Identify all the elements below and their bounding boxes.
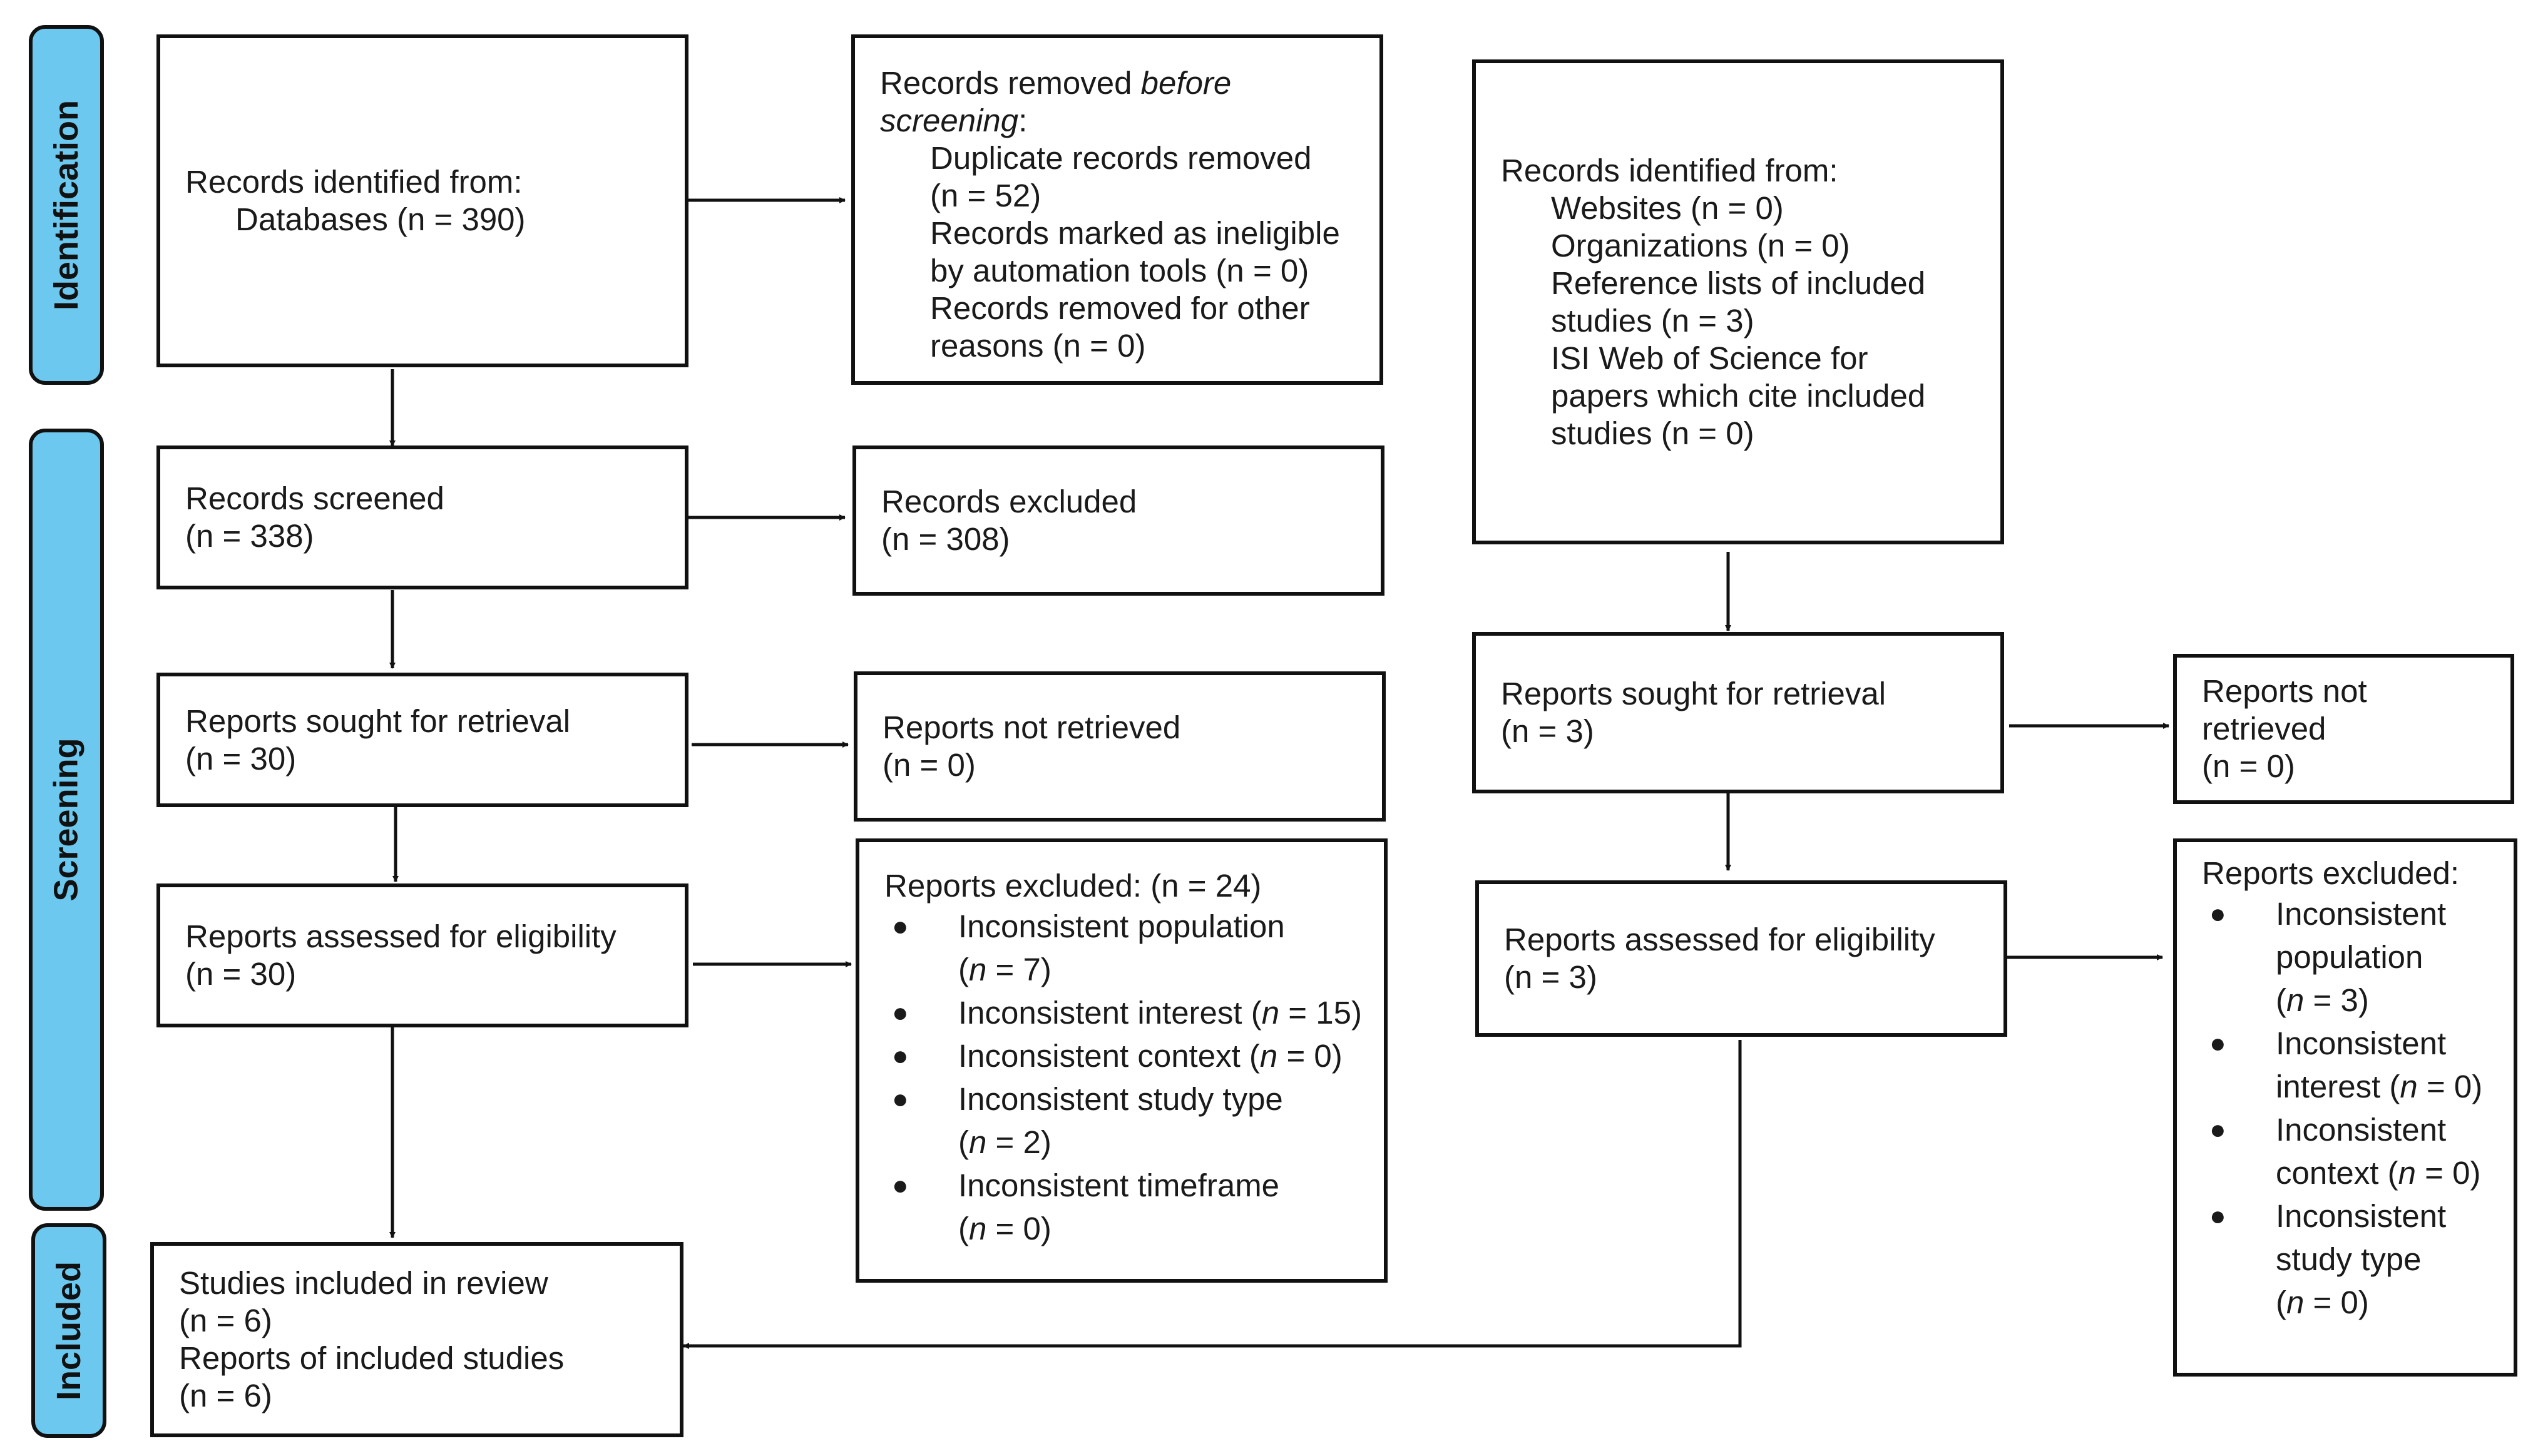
other-reports-sought-count: (n = 3)	[1501, 713, 1594, 749]
other-reports-not-retrieved-box: Reports not retrieved (n = 0)	[2173, 654, 2514, 804]
records-removed-title-colon: :	[1018, 103, 1028, 138]
reports-assessed-box: Reports assessed for eligibility (n = 30…	[156, 883, 688, 1027]
other-exclusion-reason-line: interest (n = 0)	[2276, 1069, 2483, 1104]
records-identified-title: Records identified from:	[185, 164, 523, 200]
reports-assessed-title: Reports assessed for eligibility	[185, 919, 617, 954]
exclusion-reason-text: Inconsistent interest (n = 15)	[958, 995, 1362, 1031]
records-removed-title-em2: screening	[880, 103, 1019, 138]
other-reports-not-retrieved-line: retrieved	[2202, 711, 2326, 746]
other-reports-not-retrieved-count: (n = 0)	[2202, 748, 2295, 784]
other-reports-assessed-box: Reports assessed for eligibility (n = 3)	[1475, 880, 2007, 1037]
records-removed-title-em: before	[1140, 65, 1232, 101]
other-records-source: Websites (n = 0)	[1551, 190, 1784, 226]
other-records-identified-box: Records identified from: Websites (n = 0…	[1472, 59, 2004, 544]
reports-not-retrieved-title: Reports not retrieved	[883, 710, 1181, 745]
reports-excluded-list: Inconsistent population (n = 7) Inconsis…	[884, 905, 1362, 1250]
reports-sought-box: Reports sought for retrieval (n = 30)	[156, 673, 688, 807]
other-exclusion-reason-item: Inconsistent population (n = 3)	[2202, 892, 2489, 1022]
studies-included-box: Studies included in review (n = 6) Repor…	[150, 1242, 683, 1437]
records-removed-title-line1: Records removed before	[880, 64, 1354, 102]
exclusion-reason-text: Inconsistent timeframe	[958, 1168, 1280, 1203]
other-exclusion-reason-line: Inconsistent	[2276, 1198, 2447, 1234]
other-reports-excluded-list: Inconsistent population (n = 3) Inconsis…	[2202, 892, 2489, 1324]
other-reports-sought-title: Reports sought for retrieval	[1501, 676, 1886, 711]
records-removed-line: reasons (n = 0)	[930, 328, 1146, 364]
other-records-source: studies (n = 0)	[1551, 415, 1754, 451]
reports-excluded-box: Reports excluded: (n = 24) Inconsistent …	[856, 838, 1388, 1283]
records-excluded-box: Records excluded (n = 308)	[852, 445, 1384, 596]
other-reports-sought-box: Reports sought for retrieval (n = 3)	[1472, 632, 2004, 793]
records-excluded-count: (n = 308)	[881, 521, 1010, 557]
other-exclusion-reason-line: study type	[2276, 1241, 2422, 1277]
phase-included-label: Included	[50, 1261, 88, 1400]
exclusion-reason-item: Inconsistent context (n = 0)	[884, 1034, 1359, 1077]
other-exclusion-reason-count: (n = 0)	[2276, 1285, 2369, 1320]
other-records-source: Reference lists of included	[1551, 265, 1926, 301]
records-screened-title: Records screened	[185, 481, 444, 516]
exclusion-reason-item: Inconsistent population (n = 7)	[884, 905, 1359, 991]
records-removed-line: Duplicate records removed	[930, 140, 1312, 176]
phase-included: Included	[31, 1223, 106, 1438]
other-reports-assessed-count: (n = 3)	[1504, 959, 1597, 995]
other-exclusion-reason-line: context (n = 0)	[2276, 1155, 2481, 1191]
other-reports-assessed-title: Reports assessed for eligibility	[1504, 922, 1935, 957]
other-exclusion-reason-line: Inconsistent	[2276, 1026, 2447, 1061]
records-excluded-title: Records excluded	[881, 484, 1137, 519]
records-identified-box: Records identified from: Databases (n = …	[156, 34, 688, 367]
records-removed-line: Records removed for other	[930, 290, 1310, 326]
records-screened-box: Records screened (n = 338)	[156, 445, 688, 589]
reports-not-retrieved-count: (n = 0)	[883, 747, 976, 783]
reports-assessed-count: (n = 30)	[185, 956, 297, 992]
reports-excluded-title: Reports excluded: (n = 24)	[884, 868, 1262, 904]
exclusion-reason-text: Inconsistent context (n = 0)	[958, 1038, 1343, 1074]
other-records-source: ISI Web of Science for	[1551, 340, 1868, 376]
reports-sought-count: (n = 30)	[185, 740, 297, 776]
phase-identification-label: Identification	[48, 99, 85, 310]
other-exclusion-reason-item: Inconsistent interest (n = 0)	[2202, 1022, 2489, 1108]
other-reports-excluded-title: Reports excluded:	[2202, 855, 2460, 891]
phase-identification: Identification	[29, 25, 104, 385]
other-records-source: papers which cite included	[1551, 377, 1926, 414]
reports-sought-title: Reports sought for retrieval	[185, 703, 571, 739]
records-identified-databases: Databases (n = 390)	[235, 201, 526, 237]
records-screened-count: (n = 338)	[185, 518, 314, 554]
phase-screening: Screening	[29, 429, 104, 1211]
records-removed-box: Records removed before screening: Duplic…	[851, 34, 1383, 385]
studies-included-title: Studies included in review	[179, 1265, 548, 1301]
other-exclusion-reason-count: (n = 3)	[2276, 982, 2369, 1018]
phase-screening-label: Screening	[48, 738, 85, 902]
reports-included-title: Reports of included studies	[179, 1340, 565, 1376]
other-exclusion-reason-line: Inconsistent	[2276, 896, 2447, 932]
exclusion-reason-text: Inconsistent population	[958, 909, 1285, 944]
other-reports-excluded-box: Reports excluded: Inconsistent populatio…	[2173, 838, 2517, 1377]
records-removed-line: Records marked as ineligible	[930, 215, 1340, 251]
other-records-source: studies (n = 3)	[1551, 302, 1754, 339]
reports-included-count: (n = 6)	[179, 1378, 272, 1413]
exclusion-reason-count: (n = 0)	[958, 1211, 1052, 1246]
exclusion-reason-item: Inconsistent study type (n = 2)	[884, 1077, 1359, 1164]
studies-included-count: (n = 6)	[179, 1303, 272, 1338]
other-records-source: Organizations (n = 0)	[1551, 227, 1850, 263]
exclusion-reason-item: Inconsistent interest (n = 15)	[884, 991, 1362, 1034]
records-removed-line: by automation tools (n = 0)	[930, 253, 1309, 288]
other-reports-not-retrieved-line: Reports not	[2202, 673, 2367, 709]
records-removed-title-line2: screening:	[880, 102, 1354, 140]
reports-not-retrieved-box: Reports not retrieved (n = 0)	[854, 671, 1386, 822]
records-removed-line: (n = 52)	[930, 178, 1041, 213]
exclusion-reason-count: (n = 7)	[958, 952, 1052, 987]
other-exclusion-reason-item: Inconsistent context (n = 0)	[2202, 1108, 2489, 1194]
records-removed-title-plain: Records removed	[880, 65, 1141, 101]
exclusion-reason-count: (n = 2)	[958, 1124, 1052, 1160]
exclusion-reason-text: Inconsistent study type	[958, 1081, 1283, 1117]
exclusion-reason-item: Inconsistent timeframe (n = 0)	[884, 1164, 1359, 1250]
other-records-identified-title: Records identified from:	[1501, 152, 1838, 188]
other-exclusion-reason-line: population	[2276, 939, 2423, 975]
other-exclusion-reason-line: Inconsistent	[2276, 1112, 2447, 1148]
other-exclusion-reason-item: Inconsistent study type (n = 0)	[2202, 1194, 2489, 1324]
